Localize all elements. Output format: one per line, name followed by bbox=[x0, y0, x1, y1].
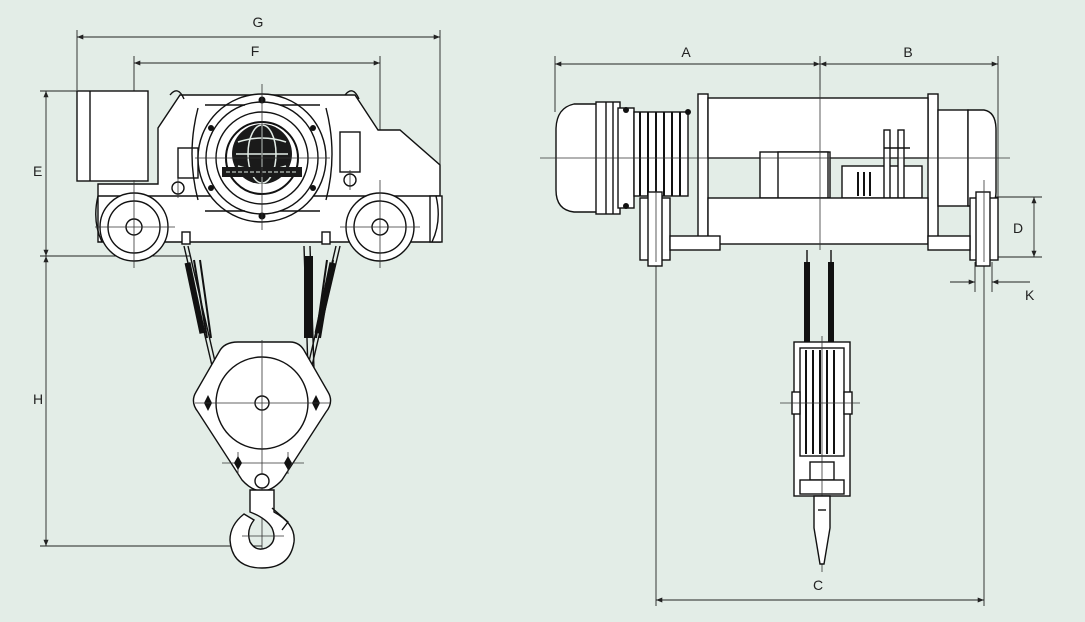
hook-block bbox=[192, 340, 332, 560]
dimension-label-a: A bbox=[681, 44, 691, 60]
dimension-g: G bbox=[77, 14, 440, 40]
front-view: G F E H bbox=[33, 14, 443, 569]
dimension-label-f: F bbox=[251, 43, 260, 59]
dimension-label-h: H bbox=[33, 391, 43, 407]
dimension-label-g: G bbox=[253, 14, 264, 30]
dimension-label-k: K bbox=[1025, 287, 1035, 303]
dimension-c: C bbox=[656, 577, 984, 603]
dimension-label-d: D bbox=[1013, 220, 1023, 236]
drum-body bbox=[697, 93, 997, 245]
dimension-a: A bbox=[555, 44, 820, 67]
dimension-b: B bbox=[820, 44, 998, 67]
dimension-k: K bbox=[950, 279, 1035, 303]
dimension-label-c: C bbox=[813, 577, 823, 593]
side-ropes bbox=[804, 250, 834, 342]
dimension-e: E bbox=[33, 91, 49, 256]
hoist-ropes bbox=[183, 245, 341, 371]
side-wheel-left bbox=[639, 191, 721, 267]
dimension-f: F bbox=[134, 43, 380, 66]
side-view: A B D K C bbox=[540, 44, 1042, 606]
dimension-h: H bbox=[33, 256, 49, 546]
crane-hook bbox=[229, 489, 295, 569]
dimension-label-b: B bbox=[903, 44, 912, 60]
dimension-d: D bbox=[1013, 197, 1037, 257]
side-hook-block bbox=[780, 336, 860, 572]
control-box bbox=[76, 90, 149, 182]
dimension-label-e: E bbox=[33, 163, 42, 179]
